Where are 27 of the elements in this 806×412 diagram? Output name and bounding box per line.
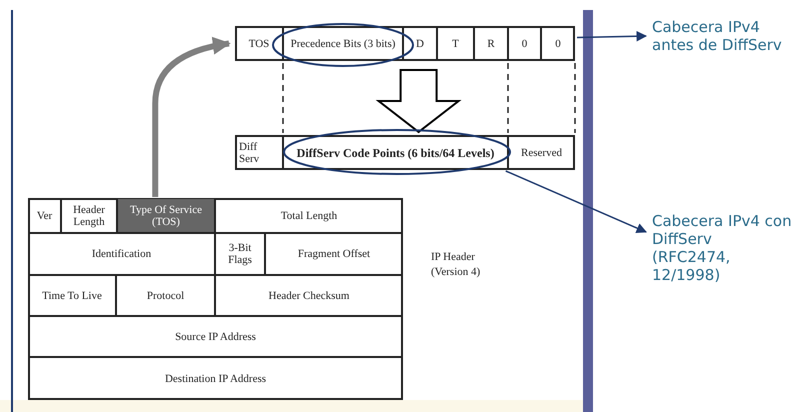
field-cell: R xyxy=(474,26,508,61)
field-cell: Identification xyxy=(28,233,215,275)
field-cell: Header Checksum xyxy=(215,275,403,316)
field-cell: Type Of Service (TOS) xyxy=(117,198,215,233)
field-cell: T xyxy=(437,26,474,61)
field-row xyxy=(235,26,575,61)
caption-text: IP Header (Version 4) xyxy=(431,250,482,280)
field-cell: Ver xyxy=(28,198,61,233)
field-cell: 0 xyxy=(508,26,541,61)
field-cell: D xyxy=(403,26,437,61)
field-cell: Time To Live xyxy=(28,275,116,316)
field-cell: Protocol xyxy=(116,275,215,316)
callout-text: Cabecera IPv4 antes de DiffServ xyxy=(652,18,792,78)
callout-text: Cabecera IPv4 con DiffServ (RFC2474, 12/1998) xyxy=(652,212,792,292)
arrow xyxy=(576,30,648,42)
field-cell: Fragment Offset xyxy=(265,233,403,275)
field-row xyxy=(235,135,575,170)
arrow xyxy=(152,37,231,197)
field-cell: Source IP Address xyxy=(28,316,403,357)
field-cell: Total Length xyxy=(215,198,403,233)
block-arrow xyxy=(376,69,462,134)
field-cell: Header Length xyxy=(61,198,117,233)
field-cell: DiffServ Code Points (6 bits/64 Levels) xyxy=(283,135,508,170)
arrow xyxy=(505,170,647,234)
field-cell: Precedence Bits (3 bits) xyxy=(283,26,403,61)
header-table xyxy=(28,198,403,400)
field-cell: 3-Bit Flags xyxy=(215,233,265,275)
